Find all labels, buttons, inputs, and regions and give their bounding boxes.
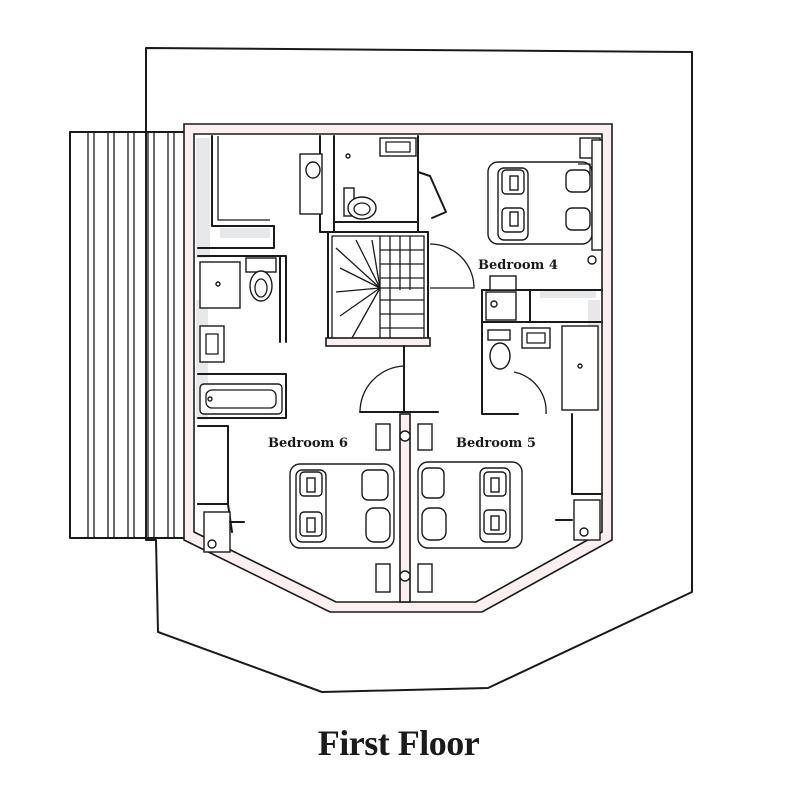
partition-wall xyxy=(399,413,411,603)
floor-title: First Floor xyxy=(317,723,480,763)
bed-bedroom-6 xyxy=(289,463,395,549)
toilet-central xyxy=(347,196,377,220)
wardrobe-upper-left xyxy=(197,135,275,249)
toilet-cistern-left xyxy=(245,257,277,273)
toilet-bedroom-4 xyxy=(489,342,511,370)
ensuite-bedroom-4-walls xyxy=(481,289,603,415)
room-label-bedroom-4: Bedroom 4 xyxy=(478,258,558,273)
bed-bedroom-5 xyxy=(417,461,523,549)
roof-outline xyxy=(145,47,693,693)
sink-left xyxy=(199,325,225,363)
bathroom-wall-left xyxy=(197,255,287,343)
balcony-decking xyxy=(69,131,187,539)
room-label-bedroom-6: Bedroom 6 xyxy=(268,436,348,451)
staircase xyxy=(325,231,431,347)
bed-bedroom-4 xyxy=(487,161,593,245)
sink-bedroom-4 xyxy=(521,327,551,349)
room-label-bedroom-5: Bedroom 5 xyxy=(456,436,536,451)
exterior-wall xyxy=(183,123,613,613)
bathtub-left xyxy=(199,383,283,415)
toilet-left xyxy=(249,270,273,302)
hall-door xyxy=(359,365,405,413)
door-bedroom-4 xyxy=(429,243,475,289)
